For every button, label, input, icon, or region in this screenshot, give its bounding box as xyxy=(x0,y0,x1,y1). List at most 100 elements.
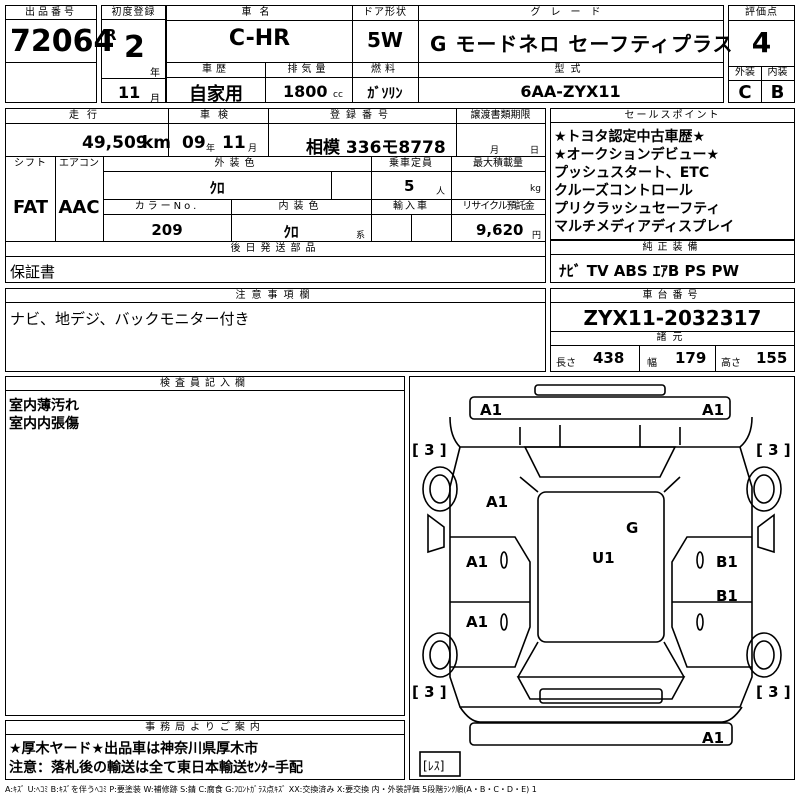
interior-color-unit: 系 xyxy=(356,231,366,241)
interior-color: ｸﾛ xyxy=(283,223,299,241)
transfer-deadline-label: 譲渡書類期限 xyxy=(470,110,531,121)
displacement-label: 排気量 xyxy=(287,64,330,75)
equipment-items: ﾅﾋﾞ TV ABS ｴｱB PS PW xyxy=(559,262,740,280)
damage-diagram-box: A1 A1 [ 3 ] [ 3 ] A1 G A1 U1 B1 B1 A1 [ … xyxy=(409,376,795,780)
notes-box: 注意事項欄 ナビ、地デジ、バックモニター付き xyxy=(5,288,546,372)
spec-label: 諸元 xyxy=(656,332,689,343)
model-label: 型式 xyxy=(554,64,587,75)
first-registration-box: 初度登録 R 2 年 11 月 xyxy=(101,5,166,105)
fuel: ｶﾞｿﾘﾝ xyxy=(367,86,403,102)
interior-color-label: 内装色 xyxy=(278,201,324,212)
mileage-unit: km xyxy=(142,133,172,153)
mark-door-front-right: B1 xyxy=(716,553,738,571)
recycle-unit: 円 xyxy=(532,231,542,241)
registration-number: 相模 336モ8778 xyxy=(306,138,446,158)
office-line-2: 注意：落札後の輸送は全て東日本輸送ｾﾝﾀｰ手配 xyxy=(9,760,303,776)
exterior-grade: C xyxy=(738,82,752,103)
later-parts-label: 後日発送部品 xyxy=(230,243,321,254)
details-box: 走行 車検 登録番号 譲渡書類期限 49,509 km 09 年 11 月 相模… xyxy=(5,108,546,283)
mark-front-left: A1 xyxy=(480,401,503,419)
sales-line: クルーズコントロール xyxy=(554,183,693,199)
mark-tire-fr: [ 3 ] xyxy=(756,441,791,459)
registration-year: 2 xyxy=(124,30,145,65)
capacity-unit: 人 xyxy=(436,187,446,197)
transfer-month-unit: 月 xyxy=(490,146,500,156)
notes-text: ナビ、地デジ、バックモニター付き xyxy=(10,310,250,328)
chassis-box: 車台番号 ZYX11-2032317 諸元 長さ 438 幅 179 高さ 15… xyxy=(550,288,795,372)
aircon: AAC xyxy=(58,197,100,218)
sales-points-label: セールスポイント xyxy=(551,109,794,123)
aircon-label: エアコン xyxy=(59,158,99,169)
model: 6AA-ZYX11 xyxy=(520,82,621,101)
capacity-label: 乗車定員 xyxy=(389,158,433,169)
grade: G モードネロ セーフティプラス xyxy=(430,32,734,56)
car-outline-diagram xyxy=(419,384,782,777)
registration-number-label: 登録番号 xyxy=(330,110,394,121)
sales-line: マルチメディアディスプレイ xyxy=(554,219,735,235)
month-unit: 月 xyxy=(150,94,160,105)
year-unit: 年 xyxy=(150,68,160,79)
mark-fender-left: A1 xyxy=(486,493,509,511)
interior-label: 内装 xyxy=(767,67,788,78)
transfer-day-unit: 日 xyxy=(530,146,540,156)
height-label: 高さ xyxy=(721,358,741,369)
inspector-line: 室内内張傷 xyxy=(9,416,79,432)
shift: FAT xyxy=(12,197,49,218)
mark-front-right: A1 xyxy=(702,401,725,419)
office-line-1: ★厚木ヤード★出品車は神奈川県厚木市 xyxy=(9,741,259,757)
exterior-color-label: 外装色 xyxy=(214,158,260,169)
era: R xyxy=(105,26,117,44)
color-number: 209 xyxy=(151,221,183,239)
history-label: 車歴 xyxy=(202,64,230,75)
exterior-color: ｸﾛ xyxy=(209,179,225,197)
later-parts: 保証書 xyxy=(10,263,56,281)
mark-tire-fl: [ 3 ] xyxy=(412,441,447,459)
width: 179 xyxy=(675,349,707,367)
mileage: 49,509 xyxy=(82,133,148,153)
inspection-month: 11 xyxy=(222,133,246,153)
mark-rear: A1 xyxy=(702,729,725,747)
lot-number-box: 出品番号 72064 xyxy=(5,5,114,103)
grade-label: グレード xyxy=(530,7,611,18)
office-box: 事務局よりご案内 ★厚木ヤード★出品車は神奈川県厚木市 注意：落札後の輸送は全て… xyxy=(5,720,405,780)
height: 155 xyxy=(756,349,788,367)
inspection-year: 09 xyxy=(182,133,206,153)
mark-door-front-left: A1 xyxy=(466,553,489,571)
capacity: 5 xyxy=(404,177,415,195)
max-load-unit: kg xyxy=(530,184,541,194)
score-box: 評価点 4 外装 内装 C B xyxy=(728,5,795,103)
inspection-year-unit: 年 xyxy=(206,144,216,154)
sales-line: ★トヨタ認定中古車歴★ xyxy=(554,129,706,145)
car-name-label: 車名 xyxy=(241,7,278,18)
legend: A:ｷｽﾞ U:ﾍｺﾐ B:ｷｽﾞを伴うﾍｺﾐ P:要塗装 W:補修跡 S:錆 … xyxy=(5,785,537,794)
office-label: 事務局よりご案内 xyxy=(6,721,404,735)
exterior-label: 外装 xyxy=(735,67,755,78)
length-label: 長さ xyxy=(556,358,576,369)
inspector-box: 検査員記入欄 室内薄汚れ 室内内張傷 xyxy=(5,376,405,716)
sales-line: ★オークションデビュー★ xyxy=(554,147,720,163)
mark-glass: G xyxy=(626,519,639,537)
lot-number-label: 出品番号 xyxy=(6,6,96,20)
mark-spare: [ﾚｽ] xyxy=(423,759,445,773)
sales-line: プリクラッシュセーフティ xyxy=(554,201,721,217)
registration-month: 11 xyxy=(118,83,141,102)
equipment-box: 純正装備 ﾅﾋﾞ TV ABS ｴｱB PS PW xyxy=(550,240,795,283)
inspection-label: 車検 xyxy=(200,110,236,121)
chassis-number: ZYX11-2032317 xyxy=(583,306,762,330)
displacement-unit: cc xyxy=(333,90,343,100)
lot-number: 72064 xyxy=(10,24,115,59)
chassis-label: 車台番号 xyxy=(551,289,794,303)
interior-grade: B xyxy=(770,82,785,103)
shift-label: シフト xyxy=(14,158,47,169)
mark-door-rear-right: B1 xyxy=(716,587,738,605)
score: 4 xyxy=(751,26,772,59)
max-load-label: 最大積載量 xyxy=(473,158,523,169)
color-number-label: カラーNo. xyxy=(134,201,200,212)
width-label: 幅 xyxy=(647,358,657,369)
displacement: 1800 xyxy=(283,82,328,101)
equipment-label: 純正装備 xyxy=(551,241,794,255)
door-type-label: ドア形状 xyxy=(363,7,407,18)
mark-roof: U1 xyxy=(592,549,615,567)
length: 438 xyxy=(593,349,625,367)
import-label: 輸入車 xyxy=(393,201,429,212)
